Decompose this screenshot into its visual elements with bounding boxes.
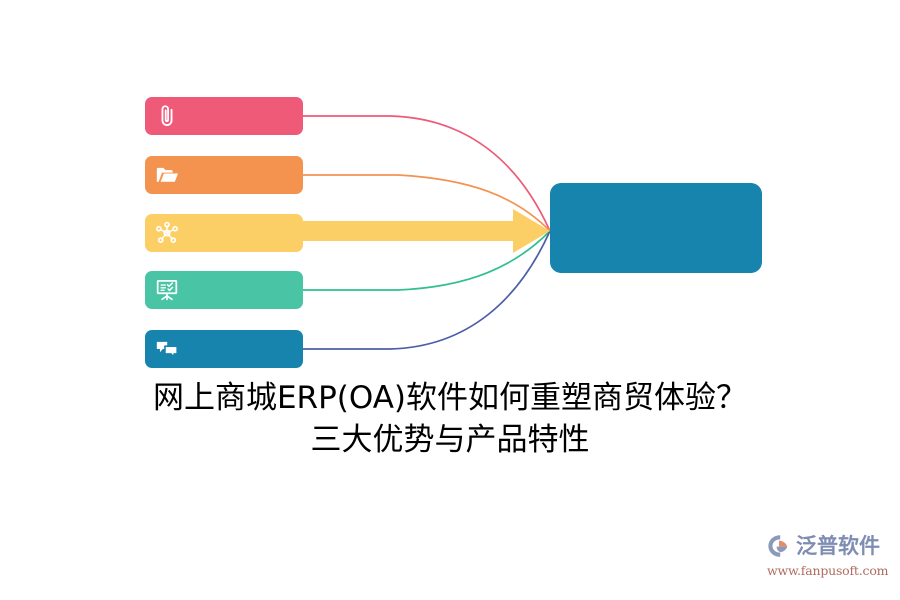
connector-line-attachment — [302, 115, 551, 231]
feature-chip-presentation[interactable] — [145, 271, 303, 309]
watermark-brand-name: 泛普软件 — [796, 533, 880, 558]
feature-chip-attachment[interactable] — [145, 97, 303, 135]
network-hub-icon — [154, 220, 180, 246]
connector-line-presentation — [302, 230, 551, 291]
presentation-board-icon — [154, 277, 180, 303]
paperclip-icon — [154, 103, 180, 129]
connector-line-messaging — [302, 231, 551, 350]
fanpu-logo-mark-icon — [766, 533, 794, 559]
watermark-url: www.fanpusoft.com — [767, 563, 889, 578]
feature-chip-network[interactable] — [145, 214, 303, 252]
feature-chip-documents[interactable] — [145, 156, 303, 194]
chat-bubbles-icon — [154, 336, 180, 362]
target-block[interactable] — [550, 183, 762, 273]
page-title: 网上商城ERP(OA)软件如何重塑商贸体验？ 三大优势与产品特性 — [0, 378, 900, 462]
folder-icon — [154, 162, 180, 188]
connector-arrow-network — [300, 209, 550, 253]
convergence-diagram — [145, 97, 762, 368]
connector-lines — [300, 115, 551, 350]
connector-line-documents — [302, 174, 551, 232]
feature-chip-messaging[interactable] — [145, 330, 303, 368]
watermark-logo: 泛普软件 www.fanpusoft.com — [766, 531, 892, 583]
page-title-line-1: 网上商城ERP(OA)软件如何重塑商贸体验？ — [152, 380, 748, 416]
page-title-line-2: 三大优势与产品特性 — [310, 421, 590, 458]
watermark-brand-row: 泛普软件 — [766, 531, 892, 561]
